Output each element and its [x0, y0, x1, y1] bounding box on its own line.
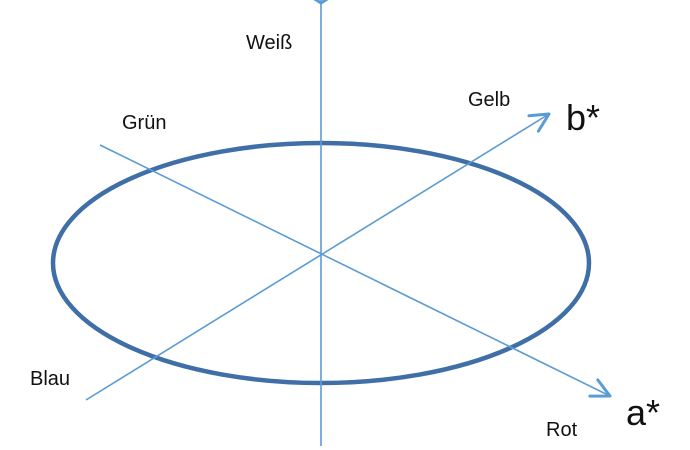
- label-b-axis: b*: [566, 97, 601, 138]
- label-a-axis: a*: [626, 392, 661, 433]
- label-green: Grün: [122, 112, 167, 134]
- b-star-axis: [85, 112, 551, 401]
- label-blue: Blau: [30, 368, 71, 390]
- label-white: Weiß: [246, 32, 293, 54]
- label-yellow: Gelb: [468, 89, 511, 111]
- label-red: Rot: [546, 419, 578, 441]
- lightness-axis-arrowhead: [313, 0, 329, 5]
- a-star-axis: [99, 144, 612, 398]
